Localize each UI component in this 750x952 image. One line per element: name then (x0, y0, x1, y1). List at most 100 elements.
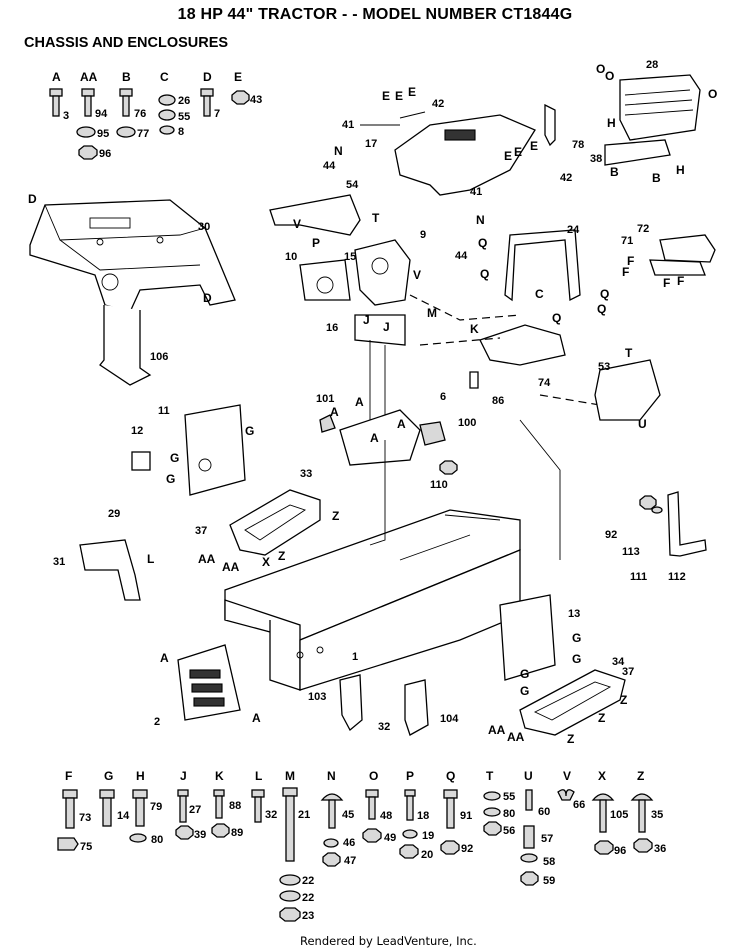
part-number: 56 (503, 825, 515, 837)
callout-41: 41 (342, 119, 354, 131)
letter-E: E (408, 85, 416, 99)
nut-icon (594, 840, 614, 855)
letter-J: J (363, 313, 370, 327)
hw-letter-A: A (52, 70, 61, 84)
hw-letter-H: H (136, 769, 145, 783)
nut-icon (639, 495, 657, 510)
letter-Q: Q (480, 267, 489, 281)
washer-icon (279, 874, 301, 886)
letter-G: G (245, 424, 254, 438)
callout-42: 42 (560, 172, 572, 184)
letter-Z: Z (278, 549, 285, 563)
part-number: 18 (417, 810, 429, 822)
callout-71: 71 (621, 235, 633, 247)
nut-icon (440, 840, 460, 855)
grille-2: A 2 A (154, 644, 261, 728)
letter-V: V (293, 217, 301, 231)
letter-Z: Z (598, 711, 605, 725)
callout-78: 78 (572, 139, 584, 151)
nut-icon (439, 460, 458, 475)
main-frame-1: 1 (224, 509, 521, 691)
callout-6: 6 (440, 391, 446, 403)
nut-icon (175, 825, 194, 840)
wing-nut-icon (557, 789, 575, 801)
part-number: 32 (265, 809, 277, 821)
callout-31: 31 (53, 556, 65, 568)
hardware-legend-top: A 3 AA 94 95 96 B 76 77 C 26 55 8 D (49, 70, 262, 160)
bracket-74: K Q 74 (419, 311, 601, 406)
letter-A: A (330, 405, 339, 419)
lock-washer-icon (159, 125, 175, 135)
hw-letter-C: C (160, 70, 169, 84)
part-number: 35 (651, 809, 663, 821)
callout-112: 112 (668, 571, 686, 583)
washer-icon (483, 791, 501, 801)
part-number: 96 (99, 148, 111, 160)
callout-100: 100 (458, 417, 476, 429)
letter-A: A (370, 431, 379, 445)
letter-B: B (652, 171, 661, 185)
part-number: 96 (614, 845, 626, 857)
callout-54: 54 (346, 179, 359, 191)
part-number: 91 (460, 810, 472, 822)
callout-101: 101 (316, 393, 334, 405)
callout-24: 24 (567, 224, 580, 236)
letter-N: N (476, 213, 485, 227)
callout-16: 16 (326, 322, 338, 334)
letter-K: K (470, 322, 479, 336)
section-title: CHASSIS AND ENCLOSURES (24, 35, 229, 51)
hw-letter-N: N (327, 769, 336, 783)
letter-E: E (382, 89, 390, 103)
part-number: 46 (343, 837, 355, 849)
callout-111: 111 (630, 571, 647, 583)
callout-29: 29 (108, 508, 120, 520)
letter-A: A (397, 417, 406, 431)
nut-icon (399, 844, 419, 859)
letter-F: F (627, 254, 634, 268)
callout-1: 1 (352, 651, 358, 663)
hw-letter-AA: AA (80, 70, 98, 84)
hw-letter-T: T (486, 769, 494, 783)
part-number: 76 (134, 108, 146, 120)
letter-Q: Q (600, 287, 609, 301)
rear-hoop-24: 24 Q Q C Q Q (478, 224, 609, 316)
letter-M: M (427, 306, 437, 320)
callout-44: 44 (323, 160, 336, 172)
washer-icon (651, 506, 663, 514)
letter-J: J (383, 320, 390, 334)
pedal-pivot-6: 6 86 100 101 A A A A 110 (316, 371, 504, 491)
callout-2: 2 (154, 716, 160, 728)
callout-28: 28 (646, 59, 658, 71)
nut-icon (279, 907, 301, 922)
letter-U: U (638, 417, 647, 431)
nut-icon (231, 90, 250, 105)
part-number: 45 (342, 809, 354, 821)
part-number: 14 (117, 810, 130, 822)
page-title: 18 HP 44" TRACTOR - - MODEL NUMBER CT184… (177, 6, 573, 23)
part-number: 59 (543, 875, 555, 887)
letter-V: V (413, 268, 421, 282)
letter-O: O (605, 69, 614, 83)
letter-T: T (625, 346, 633, 360)
nut-icon (211, 823, 230, 838)
nut-icon (483, 821, 502, 836)
part-number: 43 (250, 94, 262, 106)
letter-E: E (530, 139, 538, 153)
letter-E: E (514, 145, 522, 159)
callout-86: 86 (492, 395, 504, 407)
bracket-16: 16 J J (326, 313, 406, 440)
rear-weight-53: 53 T U (594, 346, 661, 431)
letter-X: X (262, 555, 270, 569)
hw-letter-V: V (563, 769, 571, 783)
side-plate-13: 13 G G G G (499, 594, 581, 698)
part-number: 57 (541, 833, 553, 845)
clip-icon (57, 837, 79, 851)
letter-C: C (535, 287, 544, 301)
letter-AA: AA (507, 730, 525, 744)
part-number: 20 (421, 849, 433, 861)
callout-113: 113 (622, 546, 640, 558)
callout-104: 104 (440, 713, 459, 725)
part-number: 105 (610, 809, 628, 821)
callout-37: 37 (195, 525, 207, 537)
hw-letter-O: O (369, 769, 378, 783)
